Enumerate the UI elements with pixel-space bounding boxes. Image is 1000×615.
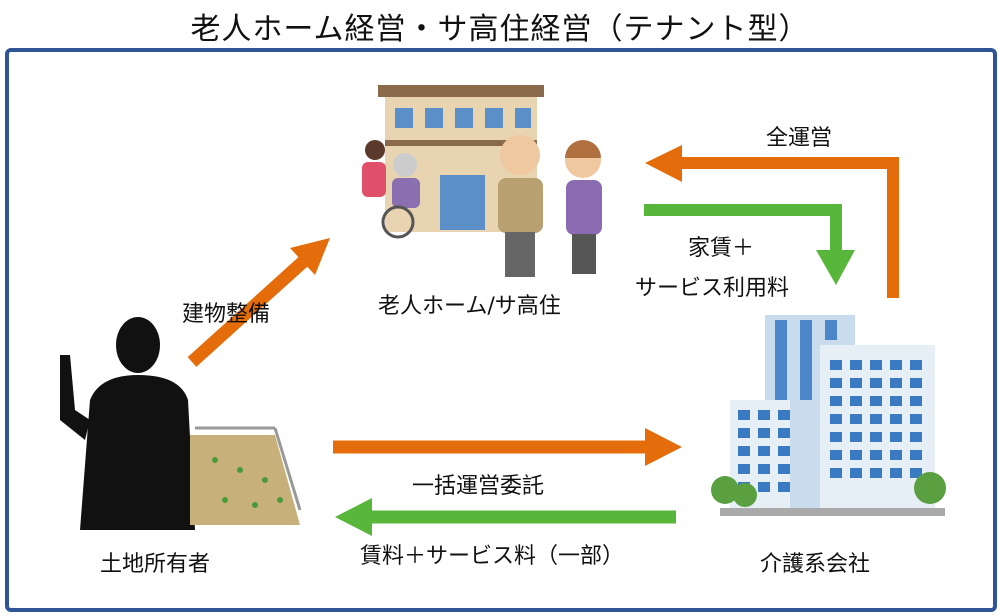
facility-illustration [362, 85, 602, 277]
window [890, 468, 902, 478]
window [850, 432, 862, 442]
rent-service-label-2: サービス利用料 [635, 276, 790, 301]
diagram-title: 老人ホーム経営・サ高住経営（テナント型） [190, 12, 810, 47]
window [758, 446, 770, 456]
window [870, 450, 882, 460]
window [890, 414, 902, 424]
window [890, 378, 902, 388]
window [910, 396, 922, 406]
window [850, 450, 862, 460]
window [738, 446, 750, 456]
window [890, 432, 902, 442]
window [758, 464, 770, 474]
arrow-rent-service [644, 204, 855, 285]
window [850, 396, 862, 406]
window [910, 378, 922, 388]
window [758, 428, 770, 438]
window [778, 410, 790, 420]
window [890, 450, 902, 460]
window [778, 464, 790, 474]
bulk-consignment-label: 一括運営委託 [412, 474, 545, 499]
window [890, 360, 902, 370]
window [870, 432, 882, 442]
facility-label: 老人ホーム/サ高住 [378, 294, 561, 319]
window [738, 410, 750, 420]
window [830, 396, 842, 406]
window [870, 414, 882, 424]
window [830, 432, 842, 442]
window [778, 446, 790, 456]
window [870, 468, 882, 478]
window [830, 450, 842, 460]
window [850, 468, 862, 478]
company-label: 介護系会社 [760, 552, 871, 577]
window [850, 414, 862, 424]
window [850, 378, 862, 388]
window [830, 360, 842, 370]
window [910, 414, 922, 424]
arrow-full-operation [645, 145, 899, 298]
rent-service-label-1: 家賃＋ [688, 236, 755, 261]
window [870, 396, 882, 406]
land-illustration [190, 426, 302, 525]
window [870, 360, 882, 370]
window [738, 464, 750, 474]
arrow-bulk-consignment [333, 428, 682, 466]
company-illustration [711, 315, 946, 516]
window [910, 450, 922, 460]
window [830, 378, 842, 388]
rent-partial-label: 賃料＋サービス料（一部） [360, 544, 625, 569]
window [910, 432, 922, 442]
full-operation-label: 全運営 [766, 126, 833, 151]
build-label: 建物整備 [182, 302, 271, 327]
window [890, 396, 902, 406]
arrow-build [187, 238, 330, 367]
owner-label: 土地所有者 [100, 552, 211, 577]
window [910, 468, 922, 478]
diagram-frame [5, 48, 997, 612]
window [870, 378, 882, 388]
window [850, 360, 862, 370]
window [910, 360, 922, 370]
window [758, 410, 770, 420]
window [778, 428, 790, 438]
window [830, 414, 842, 424]
window [758, 482, 770, 492]
window [778, 482, 790, 492]
arrow-rent-partial [335, 498, 676, 536]
window [738, 428, 750, 438]
window [830, 468, 842, 478]
owner-illustration [60, 317, 302, 530]
